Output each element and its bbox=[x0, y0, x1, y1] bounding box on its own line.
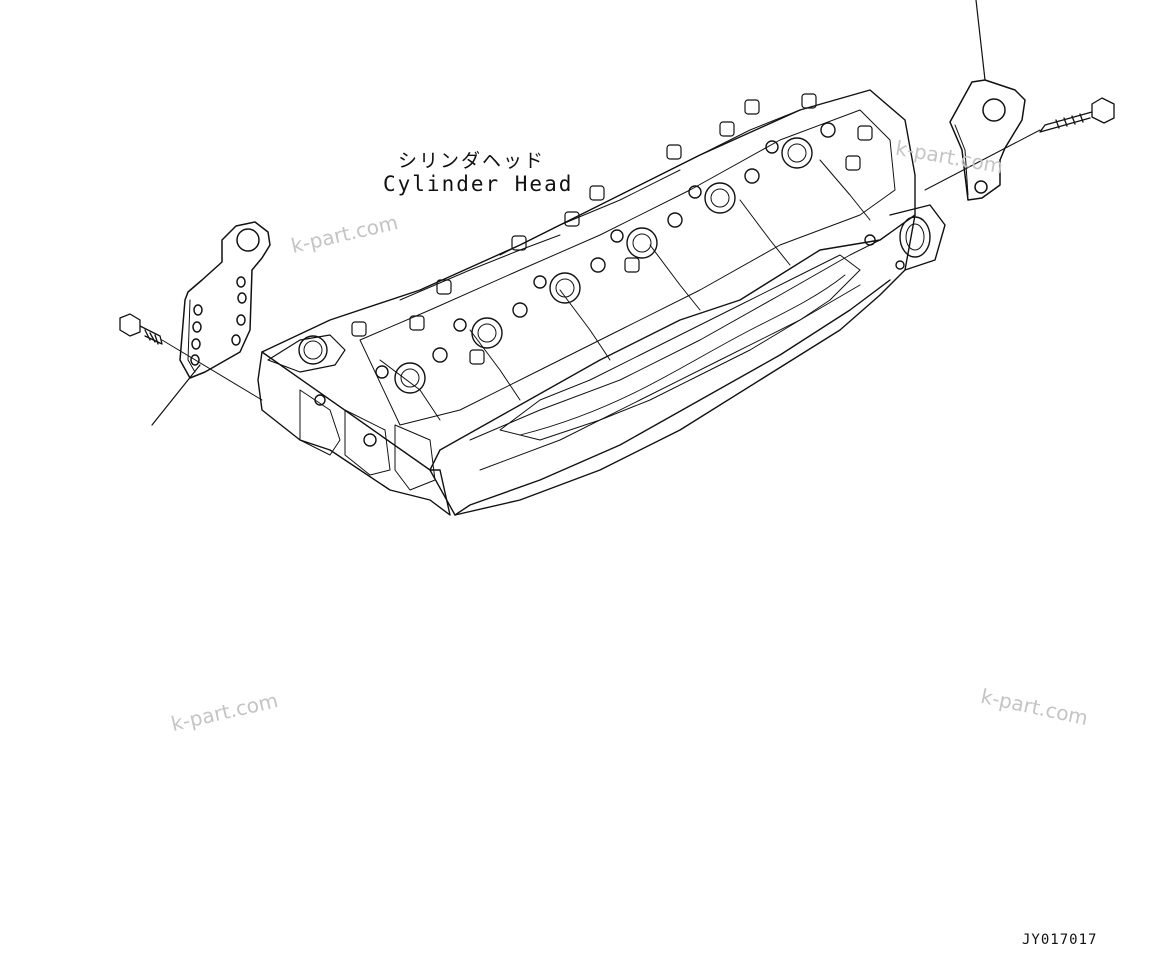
left-bracket-bolt bbox=[119, 313, 163, 345]
right-bracket-bolt bbox=[1039, 97, 1115, 133]
right-leader-line bbox=[924, 129, 1041, 191]
right-callout-line bbox=[975, 0, 986, 81]
left-lifting-bracket bbox=[179, 221, 271, 379]
injector-ports bbox=[375, 122, 836, 394]
cylinder-head bbox=[257, 89, 946, 516]
head-bolts bbox=[351, 93, 873, 365]
left-leader-line bbox=[161, 339, 263, 401]
figure-number: JY017017 bbox=[1022, 932, 1098, 948]
part-label-japanese: シリンダヘッド bbox=[398, 150, 546, 172]
part-label-english: Cylinder Head bbox=[383, 172, 574, 196]
left-callout-line bbox=[151, 364, 201, 426]
right-lifting-bracket bbox=[949, 79, 1026, 201]
